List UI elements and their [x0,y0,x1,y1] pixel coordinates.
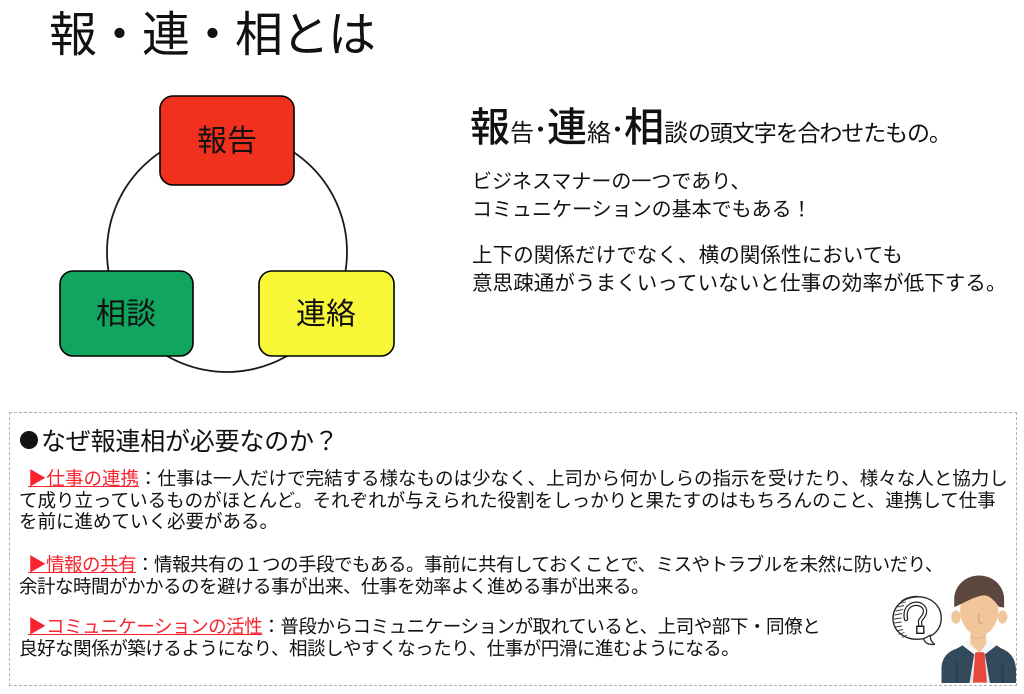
svg-text:相談: 相談 [96,298,156,331]
svg-text:報告: 報告 [197,125,257,158]
svg-text:連絡: 連絡 [296,298,356,331]
